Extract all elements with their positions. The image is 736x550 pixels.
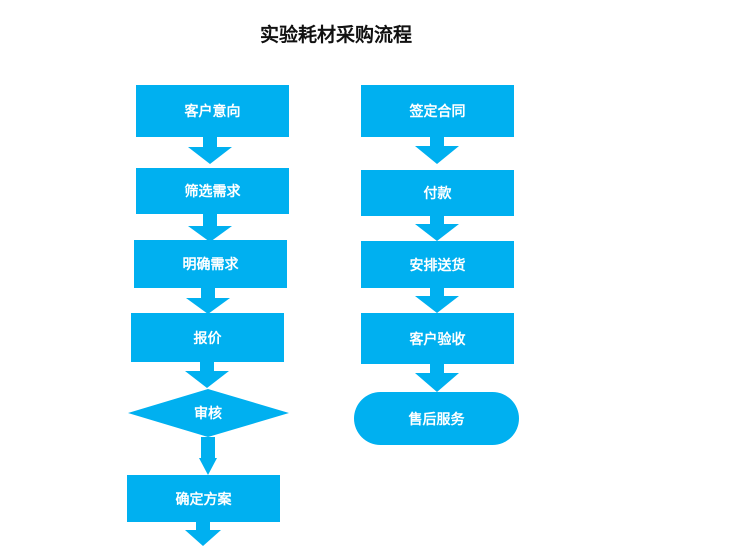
process-node-customer-acceptance: 客户验收 (361, 313, 514, 364)
process-node-arrange-delivery: 安排送货 (361, 241, 514, 288)
process-node-payment: 付款 (361, 170, 514, 216)
process-node-filter-needs: 筛选需求 (136, 168, 289, 214)
arrow-down (415, 288, 459, 313)
decision-diamond (128, 389, 289, 437)
arrow-down (415, 216, 459, 241)
process-node-confirm-plan: 确定方案 (127, 475, 280, 522)
arrow-down (188, 137, 232, 164)
arrow-down (185, 362, 229, 388)
diagram-title: 实验耗材采购流程 (259, 24, 412, 46)
process-node-quotation: 报价 (131, 313, 284, 362)
arrow-down (186, 288, 230, 314)
arrow-down (185, 522, 221, 546)
process-node-sign-contract: 签定合同 (361, 85, 514, 137)
process-node-customer-intent: 客户意向 (136, 85, 289, 137)
process-node-clarify-needs: 明确需求 (134, 240, 287, 288)
arrow-down (415, 364, 459, 392)
arrow-down (199, 437, 217, 475)
terminal-node-after-sales: 售后服务 (354, 392, 519, 445)
arrow-down (188, 214, 232, 242)
decision-label-review: 审核 (194, 406, 222, 422)
arrow-down (415, 137, 459, 164)
